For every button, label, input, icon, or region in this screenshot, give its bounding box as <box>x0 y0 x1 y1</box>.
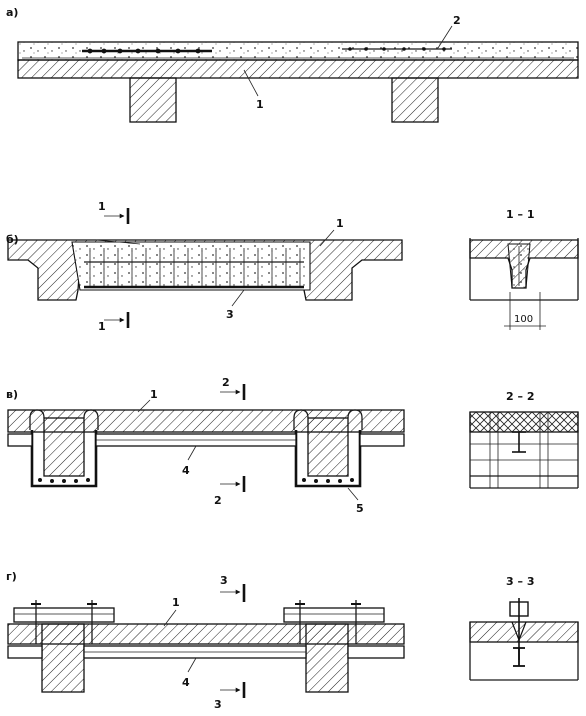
section-2-2-i-beam <box>512 431 526 453</box>
panel-v-steel-beams <box>7 433 405 447</box>
section-2-2-grid <box>469 412 579 489</box>
panel-v-leader-1 <box>137 399 151 413</box>
panel-b-leader-1 <box>319 229 335 247</box>
section-2-2-title: 2 – 2 <box>506 390 534 403</box>
section-1-1-dimension: 100 <box>514 314 533 325</box>
panel-b-crack <box>95 239 141 245</box>
panel-v-callout-4: 4 <box>182 464 190 477</box>
panel-b-leader-3 <box>231 289 245 307</box>
panel-g-slab <box>7 623 405 645</box>
panel-g-tag: г) <box>6 570 17 583</box>
panel-v-cut-label-bottom: 2 <box>214 494 222 507</box>
panel-v-callout-1: 1 <box>150 388 158 401</box>
panel-b-callout-3: 3 <box>226 308 234 321</box>
panel-g-callout-1: 1 <box>172 596 180 609</box>
panel-a-rib-left <box>129 77 177 123</box>
panel-b-cut-label-bottom: 1 <box>98 320 106 333</box>
panel-g-leader-1 <box>163 609 177 627</box>
panel-a-leader-1 <box>243 69 259 97</box>
panel-g-cut-label-top: 3 <box>220 574 228 587</box>
panel-v-leader-5 <box>347 487 359 501</box>
panel-g-rib-left <box>41 623 85 693</box>
panel-v-rib-left <box>43 417 85 477</box>
section-2-2: 2 – 2 <box>469 390 579 489</box>
section-2-2-slab <box>469 411 579 433</box>
panel-v-leader-4 <box>187 445 197 461</box>
panel-v-jacket-bars <box>38 478 354 483</box>
panel-g-callout-4: 4 <box>182 676 190 689</box>
section-3-3: 3 – 3 <box>469 575 579 681</box>
panel-g-cut-label-bottom: 3 <box>214 698 222 711</box>
panel-a-callout-1: 1 <box>256 98 264 111</box>
panel-a-old-slab <box>17 59 579 79</box>
panel-v-slab <box>7 409 405 433</box>
panel-a-added-rebar-left <box>82 48 212 54</box>
panel-b: б) 1 1 1 3 <box>6 200 403 333</box>
panel-g-plate-left <box>13 607 115 623</box>
panel-v-jacket-left <box>30 430 98 488</box>
panel-b-new-concrete <box>71 241 311 291</box>
panel-a-added-rebar-right <box>342 47 452 51</box>
panel-a-tag: а) <box>6 6 18 19</box>
panel-g: г) 3 3 <box>6 570 405 711</box>
section-3-3-connector <box>509 598 529 667</box>
panel-v-jacket-right <box>294 430 362 488</box>
panel-a-rib-right <box>391 77 439 123</box>
section-3-3-title: 3 – 3 <box>506 575 534 588</box>
panel-g-steel-beams <box>7 645 405 659</box>
panel-v-callout-5: 5 <box>356 502 364 515</box>
panel-b-cut-label-top: 1 <box>98 200 106 213</box>
panel-v-section-cut: 2 2 <box>214 376 246 507</box>
section-3-3-slab <box>469 621 579 643</box>
section-1-1-title: 1 – 1 <box>506 208 534 221</box>
panel-v-rib-right <box>307 417 349 477</box>
panel-v-cut-label-top: 2 <box>222 376 230 389</box>
panel-v-hooks <box>29 409 363 430</box>
section-1-1: 1 – 1 100 <box>469 208 579 330</box>
panel-g-leader-4 <box>187 657 197 673</box>
panel-b-stirrups <box>89 248 301 286</box>
panel-b-callout-1: 1 <box>336 217 344 230</box>
panel-g-rib-right <box>305 623 349 693</box>
panel-g-section-cut: 3 3 <box>214 574 246 711</box>
panel-a: а) 1 2 <box>6 6 579 123</box>
panel-g-plate-right <box>283 607 385 623</box>
panel-a-leader-2 <box>437 25 453 49</box>
panel-b-section-cut: 1 1 <box>98 200 130 333</box>
panel-v-tag: в) <box>6 388 18 401</box>
panel-a-callout-2: 2 <box>453 14 461 27</box>
panel-v: в) <box>6 376 405 515</box>
panel-g-bolts <box>31 600 361 644</box>
